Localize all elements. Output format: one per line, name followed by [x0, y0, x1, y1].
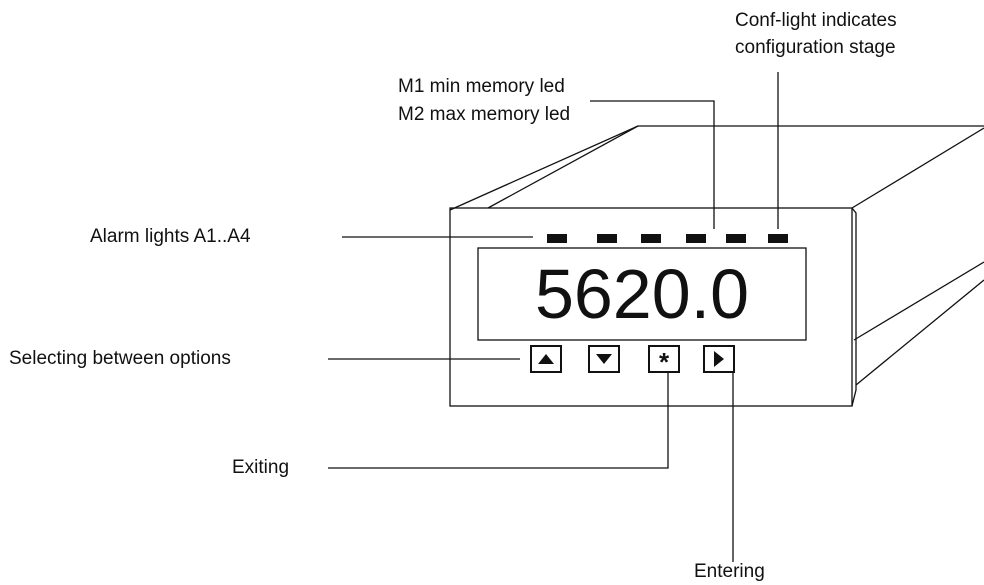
entering-label: Entering	[694, 561, 765, 582]
right-key[interactable]	[703, 345, 735, 373]
memory-led-label-line1: M1 min memory led	[398, 76, 565, 97]
selecting-label: Selecting between options	[9, 348, 231, 369]
triangle-down-icon	[596, 354, 612, 364]
led-memory	[726, 234, 746, 243]
star-key[interactable]: *	[648, 345, 680, 377]
led-a1	[547, 234, 567, 243]
led-a2	[597, 234, 617, 243]
front-bezel-side	[851, 207, 857, 407]
housing-side-upper	[853, 261, 984, 341]
up-key[interactable]	[530, 345, 562, 373]
led-a3	[641, 234, 661, 243]
leader-memory	[590, 100, 715, 229]
leader-exiting	[328, 372, 669, 469]
front-bezel-outer	[449, 207, 853, 407]
housing-right-edge-top	[851, 127, 984, 209]
triangle-right-icon	[714, 351, 724, 367]
alarm-lights-label: Alarm lights A1..A4	[90, 226, 251, 247]
memory-led-label-line2: M2 max memory led	[398, 104, 571, 125]
housing-right-edge-bottom	[855, 279, 984, 386]
display-window	[477, 247, 807, 341]
led-conf	[768, 234, 788, 243]
housing-top-edge	[449, 125, 984, 211]
conf-light-label-line2: configuration stage	[735, 37, 896, 58]
down-key[interactable]	[588, 345, 620, 373]
conf-light-label-line1: Conf-light indicates	[735, 10, 897, 31]
exiting-label: Exiting	[232, 457, 290, 478]
housing-inner-edge	[487, 125, 639, 209]
led-a4	[686, 234, 706, 243]
triangle-up-icon	[538, 354, 554, 364]
display-readout: 5620.0	[534, 255, 750, 333]
star-key-glyph: *	[658, 347, 670, 377]
